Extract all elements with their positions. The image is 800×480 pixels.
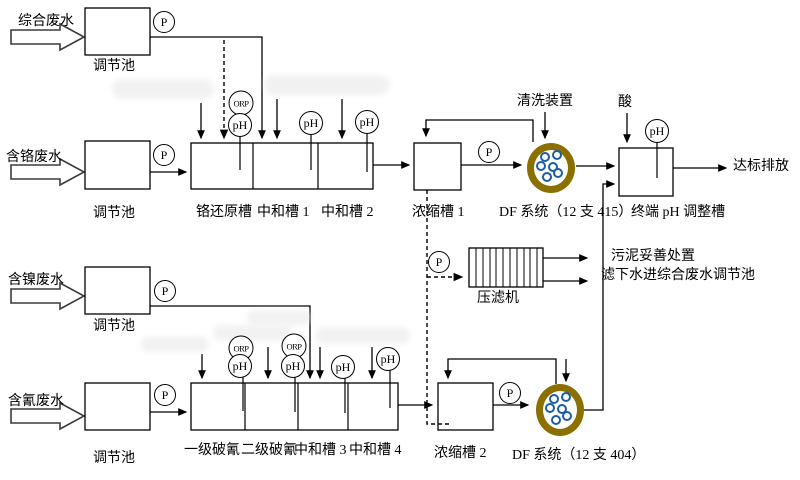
label-df-system-2: DF 系统（12 支 404） bbox=[512, 448, 646, 463]
label-cyanide-break-2: 二级破氰 bbox=[241, 443, 297, 458]
stream-label-comprehensive: 综合废水 bbox=[18, 14, 74, 29]
label-neutralization-2: 中和槽 2 bbox=[321, 205, 374, 220]
label-chromium-reduction: 铬还原槽 bbox=[196, 205, 252, 220]
label-sludge-disposal: 污泥妥善处置 bbox=[611, 249, 695, 264]
orp-indicator: ORP bbox=[228, 90, 254, 116]
ph-indicator: pH bbox=[645, 119, 669, 143]
redacted-label-blur bbox=[264, 75, 390, 95]
pump-indicator: P bbox=[478, 141, 500, 163]
label-regulating-tank-1: 调节池 bbox=[93, 59, 135, 74]
redacted-label-blur bbox=[247, 310, 311, 325]
label-cleaning-device: 清洗装置 bbox=[517, 94, 573, 109]
redacted-label-blur bbox=[141, 337, 209, 352]
pump-indicator: P bbox=[153, 11, 175, 33]
stream-inlet-arrow-icons bbox=[10, 22, 86, 431]
membrane-tube-icon bbox=[562, 411, 572, 421]
membrane-tube-icon bbox=[545, 403, 555, 413]
stream-label-nickel: 含镍废水 bbox=[8, 273, 64, 288]
ph-indicator: pH bbox=[228, 354, 252, 378]
ph-indicator: pH bbox=[281, 354, 305, 378]
label-acid: 酸 bbox=[618, 95, 632, 110]
tank-concentration-2 bbox=[437, 382, 494, 431]
tank-regulating-cyanide bbox=[84, 382, 151, 431]
tank-regulating-comprehensive bbox=[84, 7, 151, 56]
stream-label-chromium: 含铬废水 bbox=[6, 150, 62, 165]
filter-press-plates bbox=[475, 248, 538, 287]
tank-concentration-1 bbox=[413, 142, 462, 191]
tank-regulating-chromium bbox=[84, 140, 151, 190]
label-df-system-1: DF 系统（12 支 415） bbox=[499, 205, 633, 220]
membrane-tube-icon bbox=[551, 415, 561, 425]
redacted-label-blur bbox=[213, 325, 293, 341]
dashed-connectors bbox=[219, 40, 464, 425]
ph-indicator: pH bbox=[228, 113, 252, 137]
membrane-tube-icon bbox=[536, 161, 546, 171]
tank-terminal-ph bbox=[618, 147, 674, 197]
pump-indicator: P bbox=[499, 382, 521, 404]
label-filtrate-return: 滤下水进综合废水调节池 bbox=[601, 268, 755, 283]
tank-regulating-nickel bbox=[84, 266, 151, 315]
ph-indicator: pH bbox=[355, 110, 379, 134]
membrane-tube-icon bbox=[540, 152, 550, 162]
membrane-tube-icon bbox=[542, 172, 552, 182]
label-concentration-2: 浓缩槽 2 bbox=[434, 446, 487, 461]
redacted-label-blur bbox=[315, 327, 410, 344]
df-system-2-icon bbox=[536, 384, 584, 436]
membrane-tube-icon bbox=[549, 394, 559, 404]
pump-indicator: P bbox=[154, 280, 176, 302]
instrument-probe-lines bbox=[239, 133, 658, 413]
pump-indicator: P bbox=[154, 384, 176, 406]
pump-indicator: P bbox=[153, 144, 175, 166]
ph-indicator: pH bbox=[299, 111, 323, 135]
tank-chromium-train bbox=[190, 142, 374, 190]
stream-label-cyanide: 含氰废水 bbox=[8, 394, 64, 409]
ph-indicator: pH bbox=[376, 347, 400, 371]
pump-indicator: P bbox=[428, 251, 450, 273]
label-filter-press: 压滤机 bbox=[477, 291, 519, 306]
label-regulating-tank-4: 调节池 bbox=[93, 451, 135, 466]
label-discharge: 达标排放 bbox=[733, 159, 789, 174]
label-cyanide-break-1: 一级破氰 bbox=[184, 443, 240, 458]
label-neutralization-4: 中和槽 4 bbox=[349, 443, 402, 458]
redacted-label-blur bbox=[112, 79, 214, 99]
label-regulating-tank-3: 调节池 bbox=[93, 319, 135, 334]
ph-indicator: pH bbox=[331, 355, 355, 379]
membrane-tube-icon bbox=[561, 392, 571, 402]
label-regulating-tank-2: 调节池 bbox=[93, 206, 135, 221]
flow-connectors bbox=[150, 36, 728, 416]
tank-dividers bbox=[244, 143, 349, 430]
df-system-1-icon bbox=[527, 143, 575, 193]
membrane-tube-icon bbox=[552, 150, 562, 160]
label-neutralization-3: 中和槽 3 bbox=[294, 443, 347, 458]
filter-press-body bbox=[468, 247, 544, 288]
label-neutralization-1: 中和槽 1 bbox=[257, 205, 310, 220]
membrane-tube-icon bbox=[553, 168, 563, 178]
label-terminal-ph: 终端 pH 调整槽 bbox=[631, 205, 726, 220]
label-concentration-1: 浓缩槽 1 bbox=[412, 205, 465, 220]
